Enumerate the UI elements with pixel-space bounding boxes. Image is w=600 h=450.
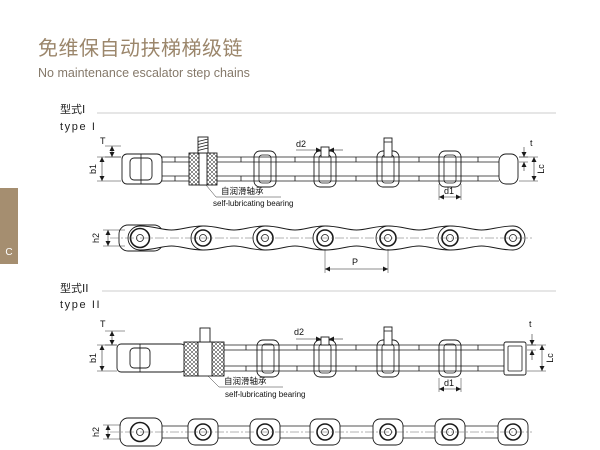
type-2-dimension-t-label: t — [529, 319, 532, 329]
bearing-leader — [205, 184, 217, 198]
section-tab-letter: C — [5, 247, 13, 258]
type-1-heading-en: type I — [60, 121, 97, 133]
type-2-side-view — [116, 326, 527, 378]
roller-hub — [443, 154, 457, 184]
type-2-dimension-T-label: T — [100, 319, 106, 329]
bolt-thread — [197, 138, 209, 142]
type-2-top-view — [110, 417, 532, 447]
type-1-dimension-Lc-label: Lc — [536, 164, 546, 174]
pin-d2 — [320, 336, 330, 346]
end-link-left — [116, 343, 186, 373]
type-2-dimension-b1-label: b1 — [88, 353, 98, 363]
page-title: 免维保自动扶梯梯级链 — [38, 36, 243, 60]
roller — [376, 339, 400, 378]
type-1-dimension-t-label: t — [530, 138, 533, 148]
type-1-dimension-P-label: P — [352, 257, 358, 267]
type-1-dimension-T-label: T — [100, 136, 106, 146]
end-bracket-inner — [507, 345, 523, 372]
end-link-right — [498, 153, 519, 185]
type-1-top-view — [110, 224, 532, 252]
type-1-top-view-dimensions — [103, 229, 389, 273]
section-tab: C — [0, 188, 18, 264]
bolt-thread — [197, 147, 209, 151]
roller — [256, 339, 280, 378]
self-lubricating-bearing — [183, 341, 199, 377]
pin-d2 — [320, 146, 330, 158]
bearing-axle — [198, 152, 208, 186]
type-1-labels: T d2 t b1 Lc d1 自润滑轴承 self-lubricating b… — [88, 136, 546, 267]
type-2-top-view-dimensions — [103, 424, 121, 440]
type-1-dimension-b1-label: b1 — [88, 164, 98, 174]
type-2-side-view-dimensions — [97, 330, 546, 392]
roller — [313, 339, 337, 378]
bearing-top-pin — [199, 327, 211, 343]
type-2-heading-en: type II — [60, 299, 102, 311]
end-bracket-right — [503, 341, 527, 376]
roller-hub — [443, 343, 457, 374]
type-2-dimension-h2-label: h2 — [91, 427, 101, 437]
bearing-leader — [207, 375, 220, 388]
self-lubricating-bearing — [211, 341, 225, 377]
bearing-axle — [197, 341, 213, 377]
type-2-dimension-Lc-label: Lc — [545, 353, 555, 363]
type-1-dimension-d2-label: d2 — [296, 139, 306, 149]
type-2-bearing-callout-cn: 自润滑轴承 — [224, 376, 267, 387]
type-1-heading-cn: 型式I — [60, 103, 86, 116]
roller-hub — [258, 154, 272, 184]
heading-rules — [97, 112, 556, 292]
roller-hub — [261, 343, 275, 374]
page-subtitle: No maintenance escalator step chains — [38, 66, 250, 80]
roller — [253, 150, 277, 188]
type-1-side-view-dimensions — [97, 145, 538, 200]
type-1-dimension-h2-label: h2 — [91, 233, 101, 243]
type-2-bearing-callout-en: self-lubricating bearing — [225, 390, 306, 399]
type-1-bearing-callout-cn: 自润滑轴承 — [221, 186, 264, 197]
type-1-bearing-callout-en: self-lubricating bearing — [213, 199, 294, 208]
type-2-dimension-d2-label: d2 — [294, 327, 304, 337]
roller — [438, 150, 462, 188]
type-1-dimension-d1-label: d1 — [444, 186, 454, 196]
type-2-labels: T d2 t b1 Lc d1 自润滑轴承 self-lubricating b… — [88, 319, 555, 437]
type-1-side-view — [121, 136, 519, 188]
type-2-heading-cn: 型式II — [60, 282, 89, 295]
type-2-dimension-d1-label: d1 — [444, 378, 454, 388]
roller — [438, 339, 462, 378]
bolt-thread — [197, 144, 209, 148]
step-axle-pin — [383, 326, 393, 346]
step-axle-pin — [383, 137, 393, 158]
bolt-thread — [197, 141, 209, 145]
